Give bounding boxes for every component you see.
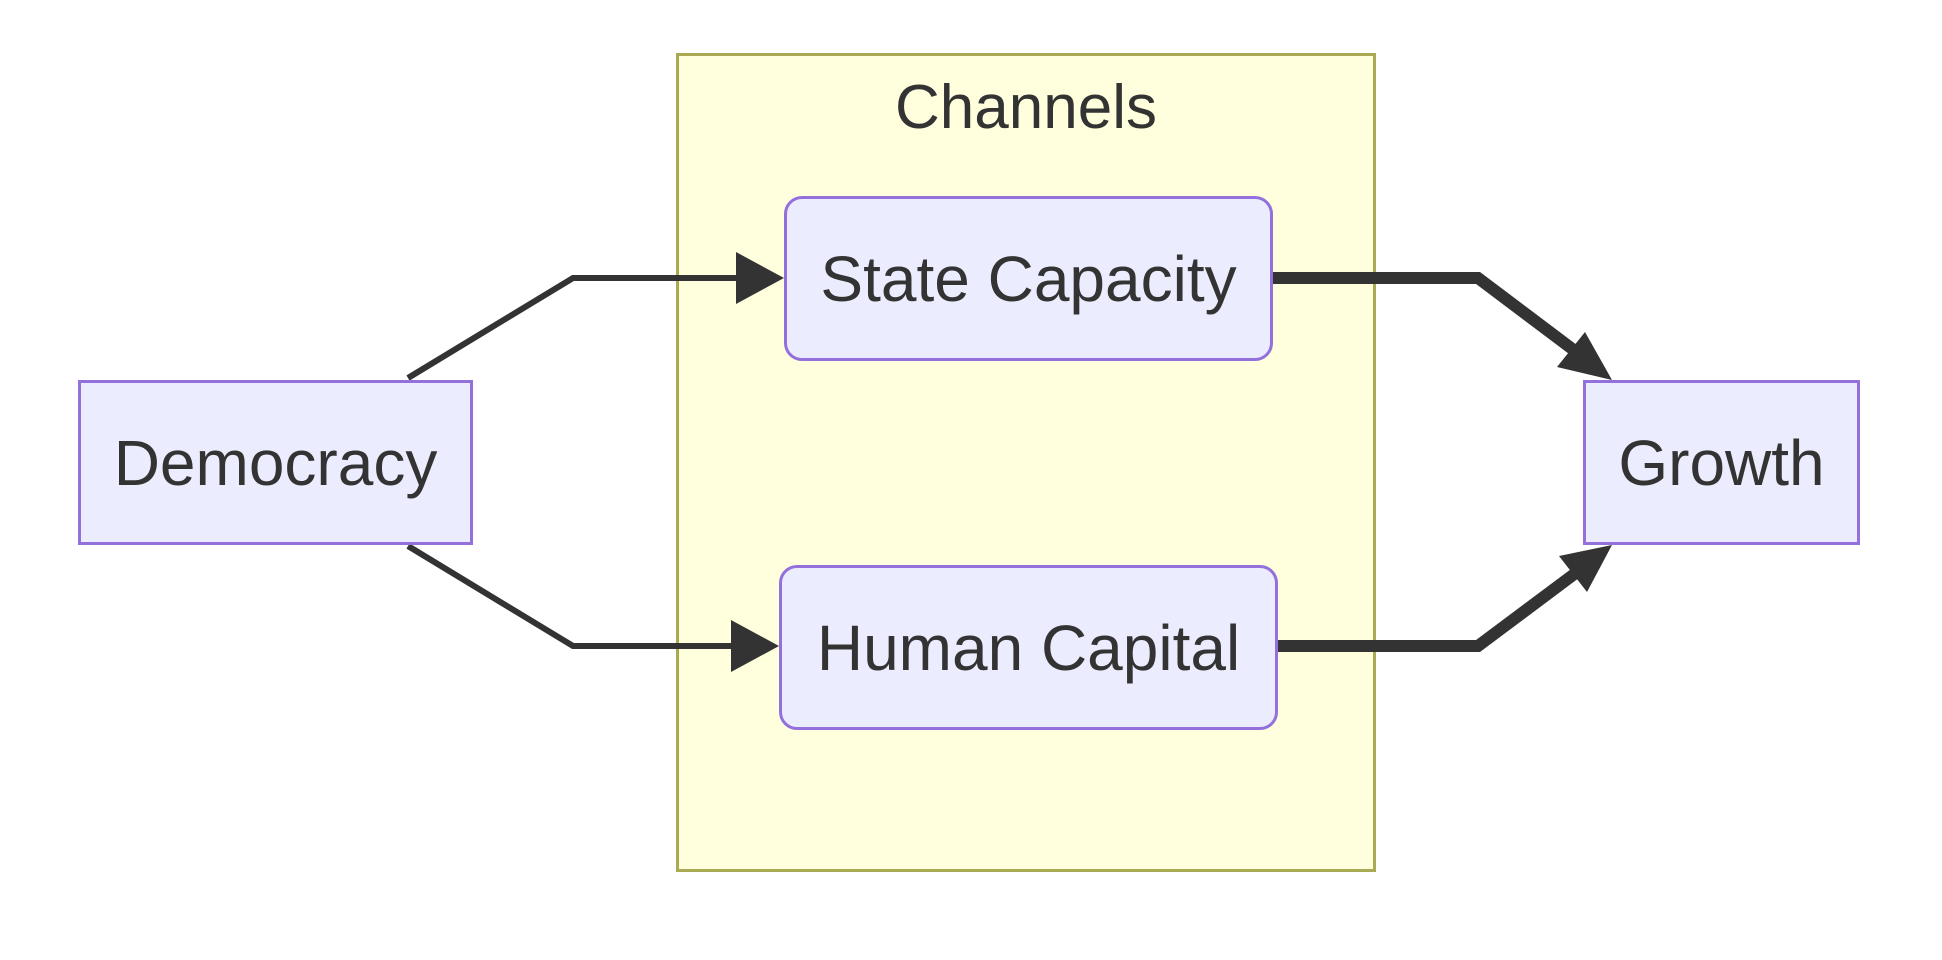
edge-state-capacity-to-growth — [1267, 272, 1612, 380]
channels-cluster: Channels — [676, 53, 1376, 872]
node-growth[interactable]: Growth — [1583, 380, 1860, 545]
node-democracy-label: Democracy — [113, 426, 438, 499]
node-human-capital[interactable]: Human Capital — [779, 565, 1278, 730]
node-growth-label: Growth — [1618, 426, 1825, 499]
cluster-title: Channels — [895, 73, 1157, 142]
edge-human-capital-to-growth — [1272, 545, 1612, 652]
node-state-capacity[interactable]: State Capacity — [784, 196, 1273, 361]
edge-democracy-to-human-capital — [406, 543, 779, 672]
edge-democracy-to-state-capacity — [406, 252, 784, 381]
node-state-capacity-label: State Capacity — [820, 242, 1237, 315]
node-human-capital-label: Human Capital — [816, 611, 1241, 684]
node-democracy[interactable]: Democracy — [78, 380, 473, 545]
